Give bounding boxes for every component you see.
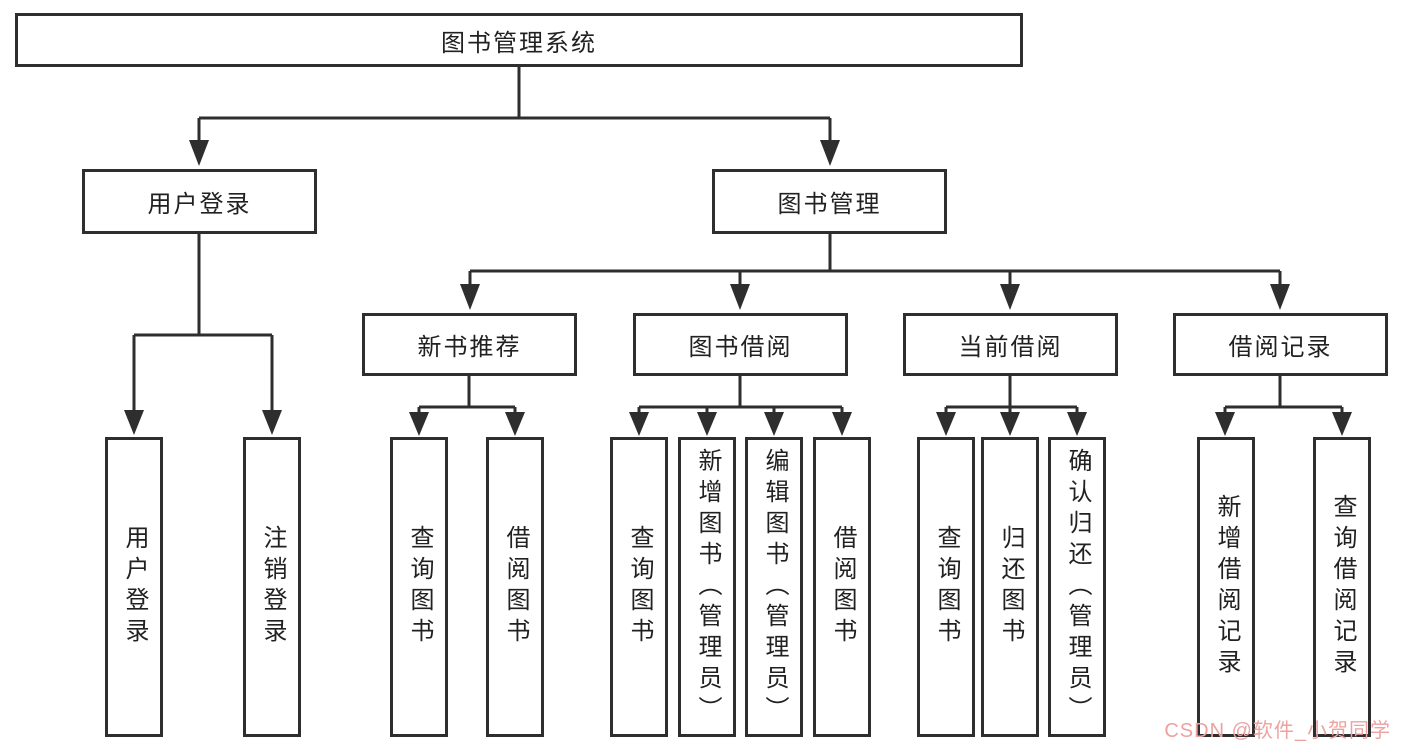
csdn-watermark: CSDN @软件_小贺同学 <box>1164 720 1391 742</box>
node-label: 借阅图书 <box>829 525 856 649</box>
node-label: 用户登录 <box>147 191 252 218</box>
node-label: 查询图书 <box>626 525 653 649</box>
arrowhead-down-icon <box>262 410 282 435</box>
node-label: 图书借阅 <box>688 334 793 361</box>
arrowhead-down-icon <box>1067 412 1087 436</box>
node-label: 编辑图书（管理员） <box>761 447 788 727</box>
arrowhead-down-icon <box>409 412 429 436</box>
node-leaf-add-books-admin: 新增图书（管理员） <box>678 437 736 737</box>
node-leaf-user-login: 用户登录 <box>105 437 163 737</box>
node-label: 确认归还（管理员） <box>1064 447 1091 727</box>
node-leaf-confirm-return-admin: 确认归还（管理员） <box>1048 437 1106 737</box>
node-label: 新书推荐 <box>417 334 522 361</box>
node-label: 新增图书（管理员） <box>694 447 721 727</box>
arrowhead-down-icon <box>505 412 525 436</box>
connector-book-borrow-children <box>637 376 844 414</box>
node-current-borrowing: 当前借阅 <box>903 313 1118 376</box>
node-leaf-borrow-books-borrowing: 借阅图书 <box>813 437 871 737</box>
arrowhead-down-icon <box>1270 284 1290 310</box>
arrowhead-down-icon <box>1332 412 1352 436</box>
arrowhead-down-icon <box>629 412 649 436</box>
node-label: 新增借阅记录 <box>1213 494 1240 680</box>
node-leaf-query-books-borrowing: 查询图书 <box>610 437 668 737</box>
arrowhead-down-icon <box>936 412 956 436</box>
connector-book-management-children <box>468 234 1282 286</box>
node-leaf-query-books-recommend: 查询图书 <box>390 437 448 737</box>
node-user-login: 用户登录 <box>82 169 317 234</box>
node-leaf-borrow-books-recommend: 借阅图书 <box>486 437 544 737</box>
node-library-management-system: 图书管理系统 <box>15 13 1023 67</box>
node-label: 归还图书 <box>997 525 1024 649</box>
connector-current-borrow-children <box>944 376 1079 414</box>
node-label: 用户登录 <box>121 525 148 649</box>
node-label: 图书管理系统 <box>441 29 597 57</box>
node-label: 查询图书 <box>933 525 960 649</box>
node-label: 查询图书 <box>406 525 433 649</box>
node-book-borrowing: 图书借阅 <box>633 313 848 376</box>
arrowhead-down-icon <box>124 410 144 435</box>
node-label: 借阅记录 <box>1228 334 1333 361</box>
arrowhead-down-icon <box>1000 284 1020 310</box>
node-new-book-recommendation: 新书推荐 <box>362 313 577 376</box>
node-label: 借阅图书 <box>502 525 529 649</box>
arrowhead-down-icon <box>730 284 750 310</box>
node-label: 注销登录 <box>259 525 286 649</box>
connector-new-book-children <box>417 376 517 414</box>
node-label: 当前借阅 <box>958 334 1063 361</box>
arrowhead-down-icon <box>1000 412 1020 436</box>
arrowhead-down-icon <box>189 140 209 166</box>
node-leaf-add-borrow-record: 新增借阅记录 <box>1197 437 1255 737</box>
node-leaf-query-books-current: 查询图书 <box>917 437 975 737</box>
node-leaf-query-borrow-record: 查询借阅记录 <box>1313 437 1371 737</box>
arrowhead-down-icon <box>697 412 717 436</box>
arrowhead-down-icon <box>460 284 480 310</box>
node-borrowing-records: 借阅记录 <box>1173 313 1388 376</box>
arrowhead-down-icon <box>820 140 840 166</box>
connector-user-login-children <box>132 234 274 412</box>
arrowhead-down-icon <box>1215 412 1235 436</box>
arrowhead-layer <box>124 140 1352 436</box>
node-leaf-edit-books-admin: 编辑图书（管理员） <box>745 437 803 737</box>
node-leaf-logout: 注销登录 <box>243 437 301 737</box>
node-book-management: 图书管理 <box>712 169 947 234</box>
node-label: 查询借阅记录 <box>1329 494 1356 680</box>
node-label: 图书管理 <box>777 191 882 218</box>
connector-borrow-records-children <box>1223 376 1344 414</box>
connector-root-to-level2 <box>197 67 832 142</box>
arrowhead-down-icon <box>764 412 784 436</box>
arrowhead-down-icon <box>832 412 852 436</box>
node-leaf-return-books: 归还图书 <box>981 437 1039 737</box>
